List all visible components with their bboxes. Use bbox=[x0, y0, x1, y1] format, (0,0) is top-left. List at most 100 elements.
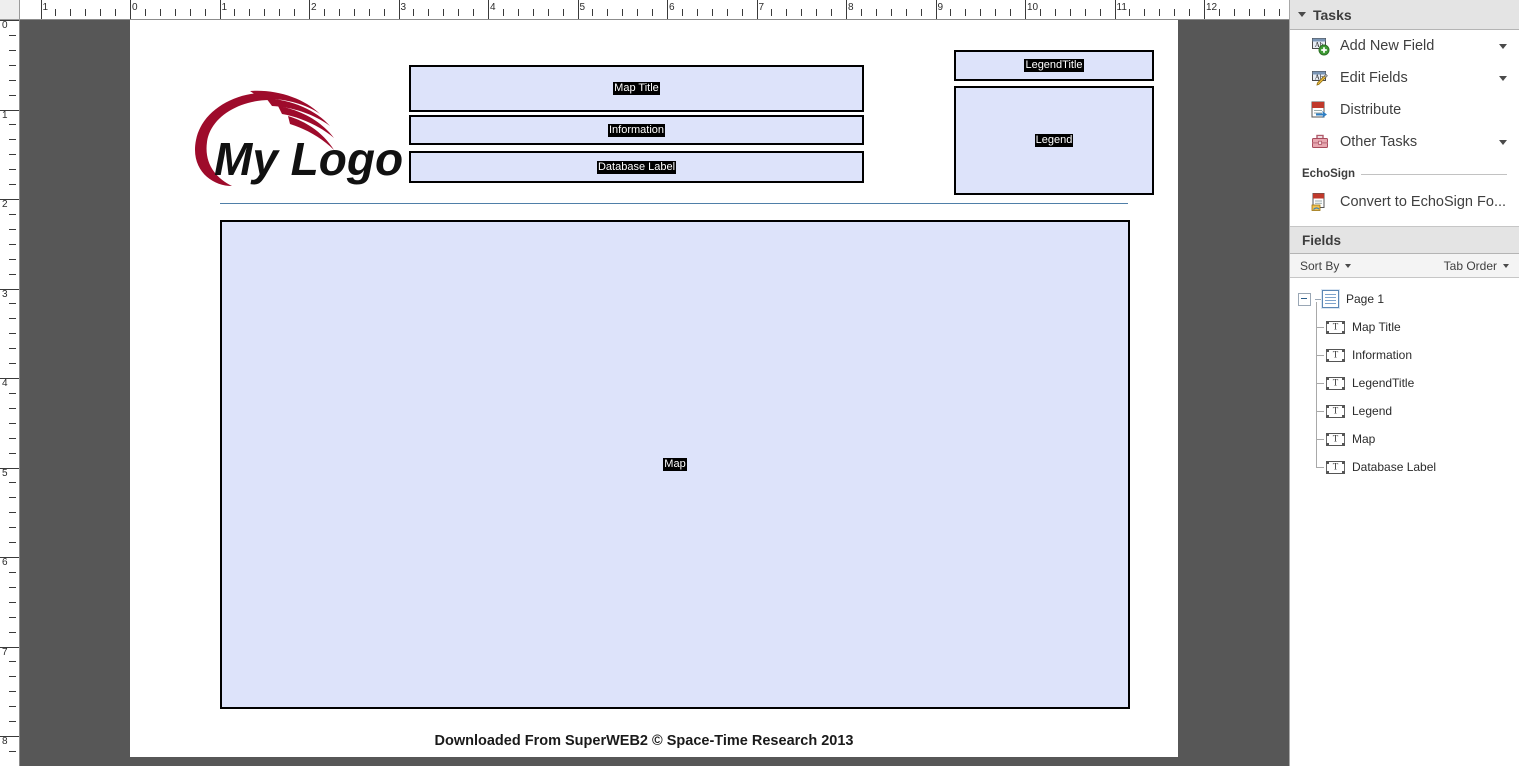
tree-node-database-label[interactable]: T Database Label bbox=[1290, 453, 1519, 481]
ruler-tick-major bbox=[756, 0, 758, 19]
ruler-tick-minor bbox=[9, 527, 16, 529]
tree-node-legend-title[interactable]: T LegendTitle bbox=[1290, 369, 1519, 397]
task-item-distribute[interactable]: Distribute bbox=[1290, 94, 1519, 126]
field-map-title[interactable]: Map Title bbox=[409, 65, 864, 112]
ruler-tick-major bbox=[0, 288, 19, 290]
field-database-label[interactable]: Database Label bbox=[409, 151, 864, 183]
tree-connector bbox=[1315, 298, 1322, 300]
chevron-down-icon[interactable] bbox=[1499, 44, 1507, 49]
ruler-tick-minor bbox=[9, 691, 16, 693]
ruler-tick-minor bbox=[9, 34, 16, 36]
ruler-label: 9 bbox=[937, 2, 944, 13]
ruler-tick-major bbox=[0, 736, 19, 737]
fields-sort-bar: Sort By Tab Order bbox=[1290, 254, 1519, 278]
canvas-workspace[interactable]: My Logo Map Title Information Database L… bbox=[20, 20, 1289, 766]
text-field-icon: T bbox=[1326, 320, 1345, 334]
field-legend-title[interactable]: LegendTitle bbox=[954, 50, 1154, 81]
task-item-edit-fields[interactable]: Ab Edit Fields bbox=[1290, 62, 1519, 94]
ruler-tick-minor bbox=[9, 318, 16, 320]
ruler-tick-minor bbox=[9, 79, 16, 81]
ruler-tick-minor bbox=[1039, 9, 1041, 16]
collapse-expander-icon[interactable] bbox=[1298, 292, 1311, 306]
ruler-tick-major bbox=[0, 20, 19, 21]
ruler-tick-minor bbox=[1010, 9, 1012, 16]
ruler-tick-minor bbox=[920, 9, 922, 16]
ruler-tick-minor bbox=[532, 9, 534, 16]
tree-node-page-1[interactable]: Page 1 bbox=[1290, 285, 1519, 313]
chevron-down-icon[interactable] bbox=[1499, 76, 1507, 81]
ruler-label: 7 bbox=[2, 646, 8, 658]
ruler-corner bbox=[0, 0, 20, 20]
field-label: Map Title bbox=[613, 82, 660, 95]
ruler-label: 1 bbox=[42, 2, 49, 13]
ruler-tick-minor bbox=[1248, 9, 1250, 16]
tree-node-label: Database Label bbox=[1352, 460, 1437, 474]
ruler-tick-minor bbox=[353, 9, 355, 16]
ruler-tick-minor bbox=[965, 9, 967, 16]
ruler-tick-minor bbox=[1129, 9, 1131, 16]
ruler-tick-minor bbox=[70, 9, 72, 16]
tasks-panel-header[interactable]: Tasks bbox=[1290, 0, 1519, 30]
ruler-tick-minor bbox=[9, 631, 16, 633]
right-panel: Tasks Ab Add New Field Ab bbox=[1289, 0, 1519, 766]
horizontal-ruler[interactable]: 1012345678910111213 bbox=[20, 0, 1289, 20]
tree-node-label: LegendTitle bbox=[1352, 376, 1415, 390]
ruler-tick-minor bbox=[681, 9, 683, 16]
tree-node-label: Map Title bbox=[1352, 320, 1401, 334]
ruler-tick-minor bbox=[875, 9, 877, 16]
tree-node-label: Legend bbox=[1352, 404, 1393, 418]
echosign-convert-icon bbox=[1310, 192, 1330, 212]
ruler-tick-minor bbox=[980, 9, 982, 16]
tree-node-information[interactable]: T Information bbox=[1290, 341, 1519, 369]
tree-node-map[interactable]: T Map bbox=[1290, 425, 1519, 453]
ruler-label: 2 bbox=[2, 199, 8, 210]
sort-by-dropdown[interactable]: Sort By bbox=[1300, 258, 1352, 273]
text-field-icon: T bbox=[1326, 404, 1345, 418]
fields-tree[interactable]: Page 1 T Map Title T Information T Legen… bbox=[1290, 278, 1519, 481]
ruler-tick-major bbox=[398, 0, 400, 19]
ruler-label: 6 bbox=[669, 2, 675, 13]
ruler-tick-minor bbox=[9, 392, 16, 394]
ruler-tick-minor bbox=[368, 9, 370, 16]
ruler-tick-minor bbox=[9, 616, 16, 618]
ruler-tick-minor bbox=[741, 9, 743, 16]
task-item-convert-to-echosign[interactable]: Convert to EchoSign Fo... bbox=[1290, 186, 1519, 218]
document-page[interactable]: My Logo Map Title Information Database L… bbox=[130, 20, 1178, 757]
ruler-tick-minor bbox=[9, 452, 16, 454]
field-map[interactable]: Map bbox=[220, 220, 1130, 709]
chevron-down-icon bbox=[1503, 263, 1509, 268]
ruler-tick-minor bbox=[9, 273, 16, 275]
ruler-tick-minor bbox=[264, 9, 266, 16]
ruler-label: 6 bbox=[2, 557, 8, 568]
ruler-label: 4 bbox=[490, 2, 496, 13]
tab-order-dropdown[interactable]: Tab Order bbox=[1444, 259, 1509, 273]
ruler-tick-minor bbox=[890, 9, 892, 16]
task-item-add-new-field[interactable]: Ab Add New Field bbox=[1290, 30, 1519, 62]
task-item-label: Distribute bbox=[1340, 102, 1402, 118]
ruler-tick-minor bbox=[9, 586, 16, 588]
task-item-label: Convert to EchoSign Fo... bbox=[1340, 194, 1507, 210]
fields-panel-title: Fields bbox=[1302, 232, 1342, 248]
chevron-down-icon[interactable] bbox=[1499, 140, 1507, 145]
tree-node-legend[interactable]: T Legend bbox=[1290, 397, 1519, 425]
text-field-icon: T bbox=[1326, 432, 1345, 446]
ruler-tick-minor bbox=[9, 258, 16, 260]
ruler-tick-major bbox=[577, 0, 579, 19]
field-information[interactable]: Information bbox=[409, 115, 864, 145]
sort-by-label: Sort By bbox=[1300, 258, 1340, 273]
ruler-label: 3 bbox=[2, 288, 8, 300]
header-divider bbox=[220, 203, 1128, 204]
chevron-down-icon bbox=[1345, 263, 1352, 268]
tree-node-map-title[interactable]: T Map Title bbox=[1290, 313, 1519, 341]
task-item-other-tasks[interactable]: Other Tasks bbox=[1290, 126, 1519, 158]
field-label: Information bbox=[607, 123, 666, 137]
ruler-tick-major bbox=[846, 0, 847, 19]
field-label: LegendTitle bbox=[1024, 59, 1084, 72]
ruler-tick-minor bbox=[189, 9, 191, 16]
ruler-tick-minor bbox=[502, 9, 504, 16]
ruler-tick-minor bbox=[234, 9, 236, 16]
field-legend[interactable]: Legend bbox=[954, 86, 1154, 195]
ruler-tick-minor bbox=[9, 571, 16, 573]
